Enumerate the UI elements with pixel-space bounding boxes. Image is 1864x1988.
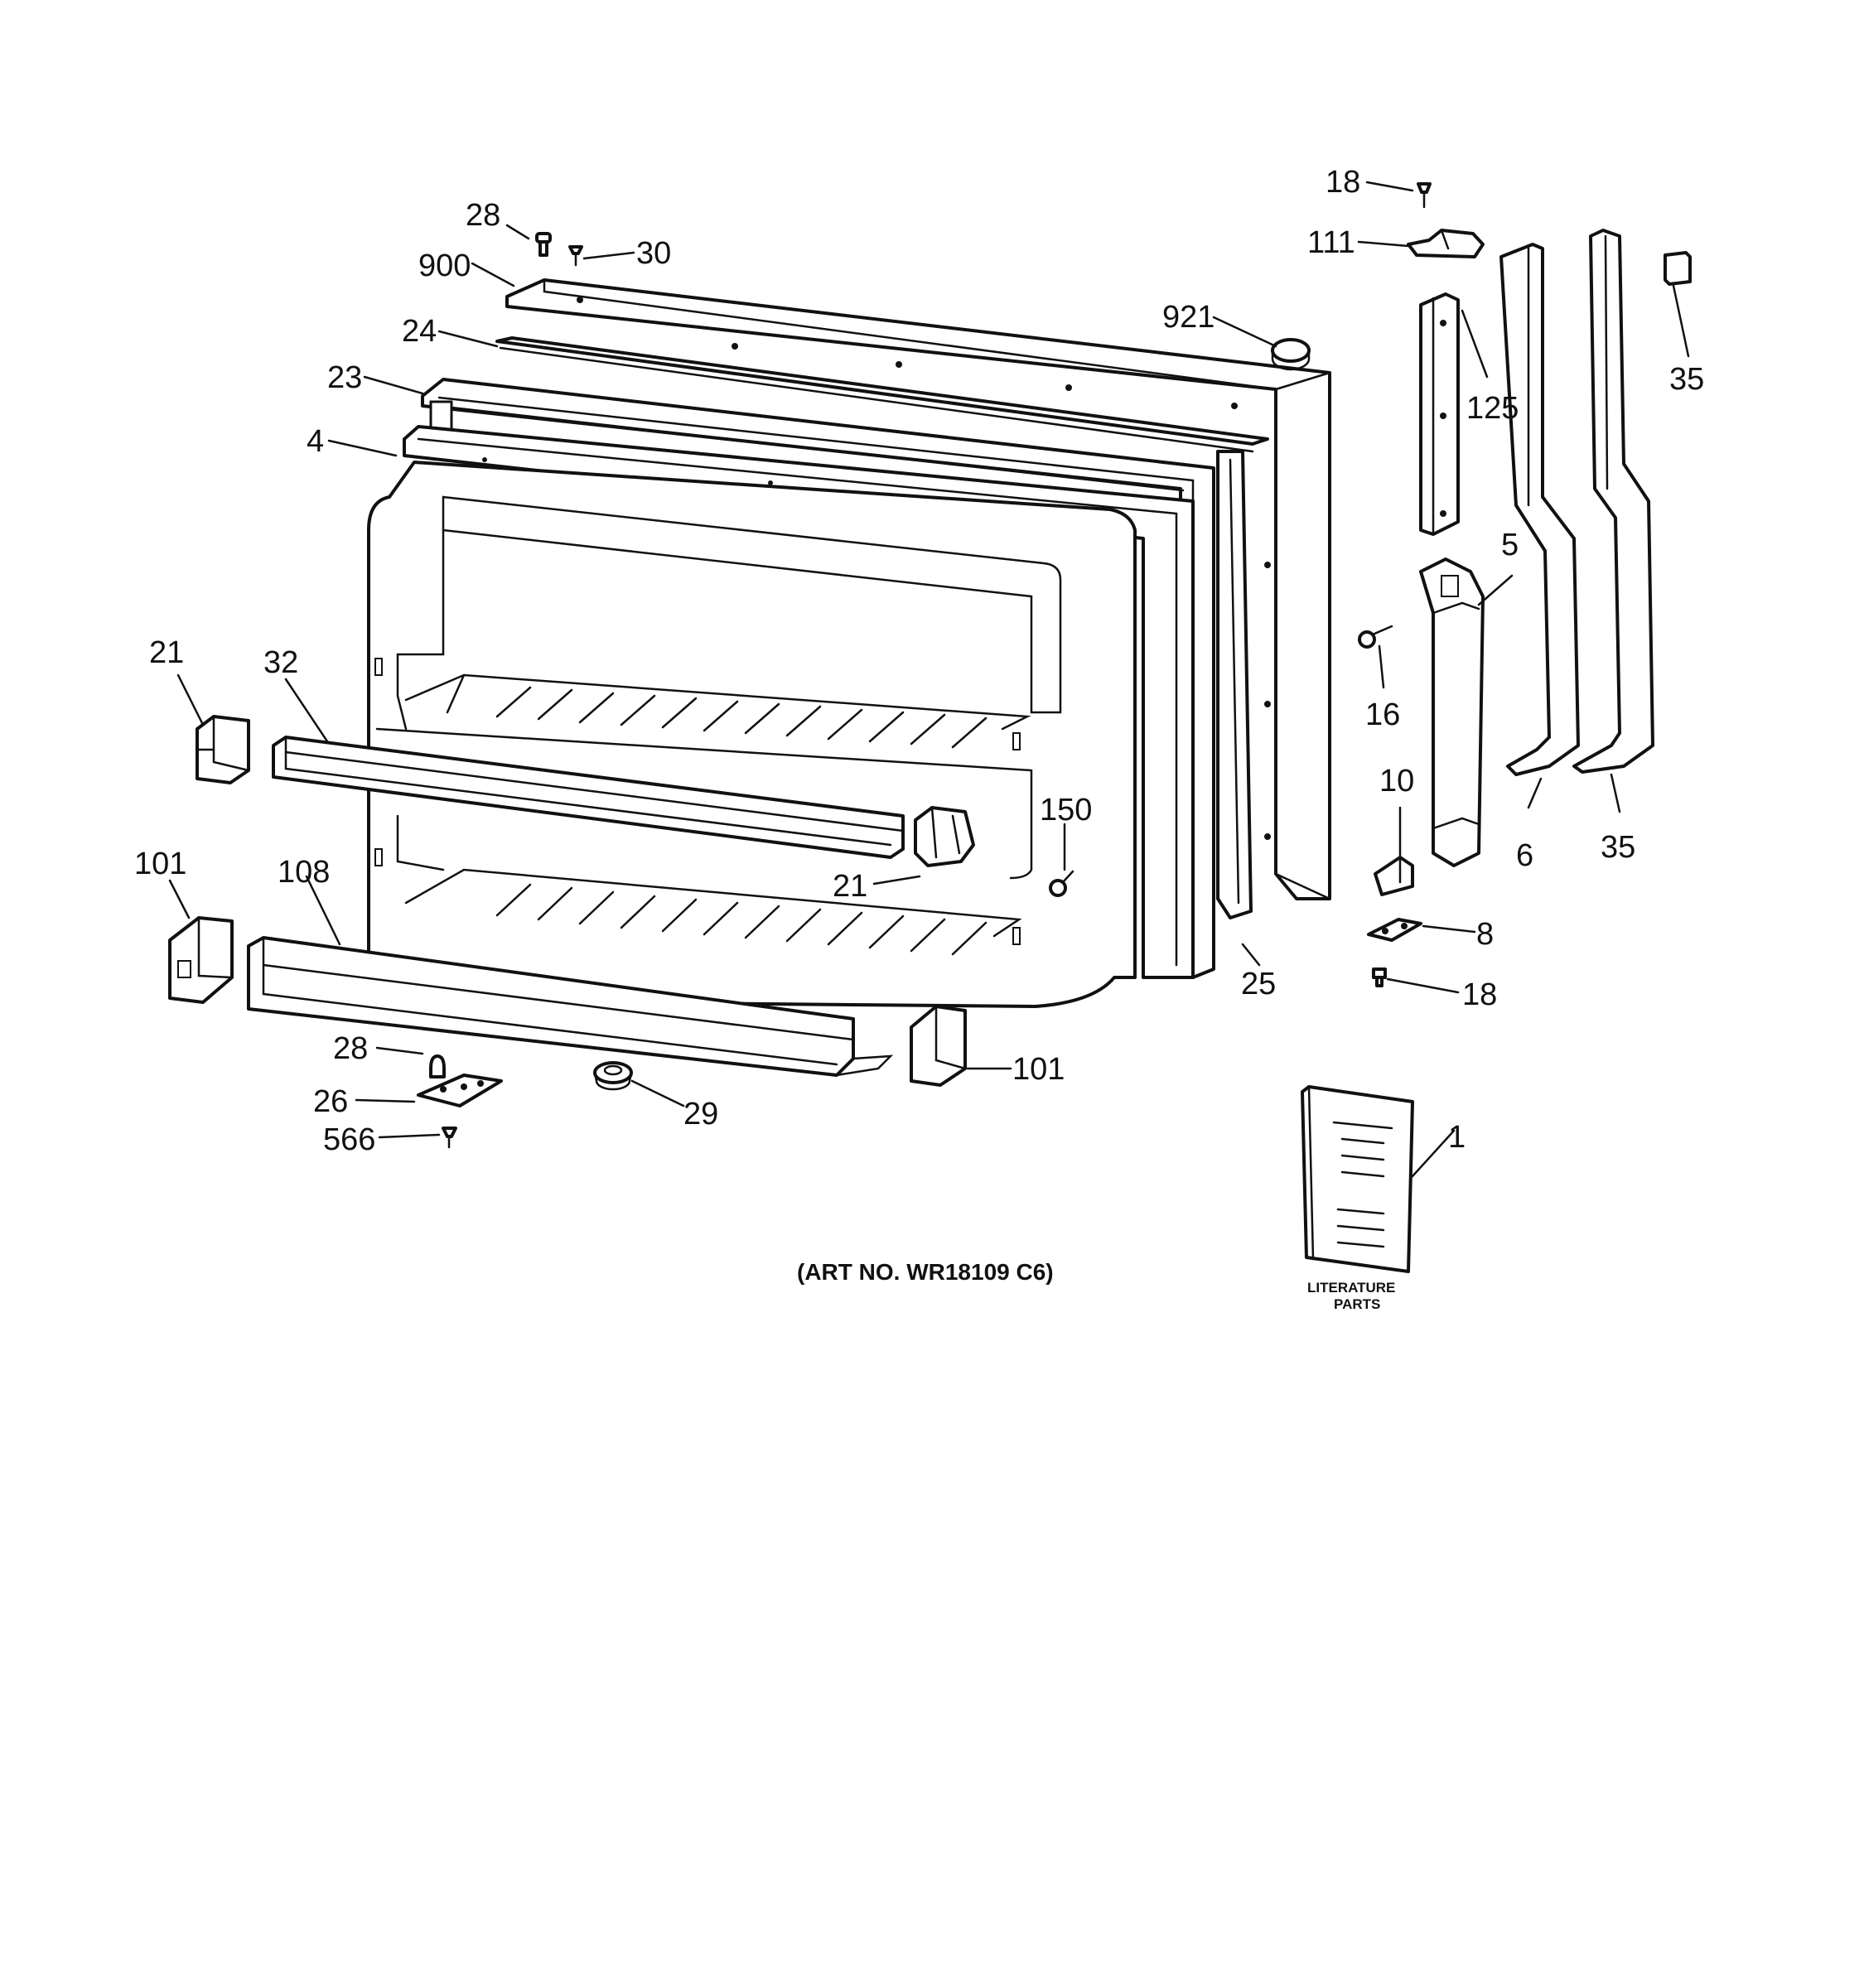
callout-29: 29 xyxy=(683,1097,718,1132)
callout-30: 30 xyxy=(636,236,671,271)
door-plug-921 xyxy=(1271,338,1311,371)
clip-10 xyxy=(1374,856,1414,896)
callout-26: 26 xyxy=(313,1084,348,1119)
screw-18-top xyxy=(1417,182,1432,209)
callout-18-top: 18 xyxy=(1326,165,1360,200)
end-cap-101-left xyxy=(168,916,234,1004)
callout-101-right: 101 xyxy=(1012,1052,1065,1087)
hinge-bar-125 xyxy=(1419,292,1460,536)
hinge-plate-26 xyxy=(417,1074,503,1107)
bottom-trim-108 xyxy=(247,936,894,1077)
callout-16: 16 xyxy=(1365,697,1400,732)
screw-30 xyxy=(568,245,583,267)
callout-32: 32 xyxy=(263,645,298,680)
pin-28-bottom xyxy=(429,1054,446,1078)
callout-6: 6 xyxy=(1516,838,1533,873)
callout-4: 4 xyxy=(307,424,324,459)
callout-150: 150 xyxy=(1040,793,1092,828)
screw-566 xyxy=(442,1127,457,1149)
door-handle-35 xyxy=(1572,229,1654,774)
shelf-bracket-21-left xyxy=(196,715,250,784)
literature-booklet xyxy=(1301,1085,1414,1273)
callout-10: 10 xyxy=(1379,764,1414,799)
callout-566: 566 xyxy=(323,1122,375,1157)
art-number-caption: (ART NO. WR18109 C6) xyxy=(797,1259,1054,1285)
callout-101-left: 101 xyxy=(134,847,186,881)
callout-28-top: 28 xyxy=(466,198,500,233)
literature-label-line2: PARTS xyxy=(1334,1296,1380,1312)
callout-921: 921 xyxy=(1162,300,1214,335)
callout-21-left: 21 xyxy=(149,635,184,670)
literature-label-line1: LITERATURE xyxy=(1307,1280,1395,1296)
callout-900: 900 xyxy=(418,248,471,283)
shelf-ribs-upper xyxy=(495,686,988,749)
screw-18-bottom xyxy=(1372,967,1387,987)
callout-8: 8 xyxy=(1476,917,1494,952)
callout-108: 108 xyxy=(278,855,330,890)
screw-16 xyxy=(1358,625,1393,649)
shelf-ribs-lower xyxy=(495,883,988,956)
callout-35-top: 35 xyxy=(1669,362,1704,397)
callout-125: 125 xyxy=(1466,391,1519,426)
callout-23: 23 xyxy=(327,360,362,395)
callout-111: 111 xyxy=(1307,225,1355,260)
callout-18-bottom: 18 xyxy=(1462,977,1497,1012)
callout-24: 24 xyxy=(402,314,437,349)
screw-150 xyxy=(1049,870,1074,897)
inner-door-liner xyxy=(367,461,1137,1008)
hinge-cover-111 xyxy=(1407,229,1485,258)
hinge-plate-8 xyxy=(1367,918,1422,942)
callout-1: 1 xyxy=(1448,1120,1466,1155)
callout-5: 5 xyxy=(1501,528,1519,562)
gasket-strip-24 xyxy=(495,336,1269,453)
end-cap-35 xyxy=(1664,251,1692,286)
door-outer-panel xyxy=(505,278,1331,900)
door-handle-6 xyxy=(1499,243,1580,776)
callout-labels: 18 111 28 30 900 921 24 23 4 125 35 5 21… xyxy=(134,165,1704,1157)
shelf-bracket-21-mid xyxy=(914,806,975,867)
handle-mount-5 xyxy=(1419,557,1485,867)
shelf-bar-32 xyxy=(272,736,905,859)
callout-21-mid: 21 xyxy=(833,869,867,904)
door-trim-strip-25 xyxy=(1216,450,1253,919)
bumper-29 xyxy=(593,1061,633,1091)
pin-28-top xyxy=(535,232,552,257)
leader-lines xyxy=(168,181,1690,1178)
callout-25: 25 xyxy=(1241,967,1276,1001)
callout-28-bottom: 28 xyxy=(333,1031,368,1066)
callout-35-bottom: 35 xyxy=(1601,830,1635,865)
end-cap-101-right xyxy=(910,1005,967,1087)
